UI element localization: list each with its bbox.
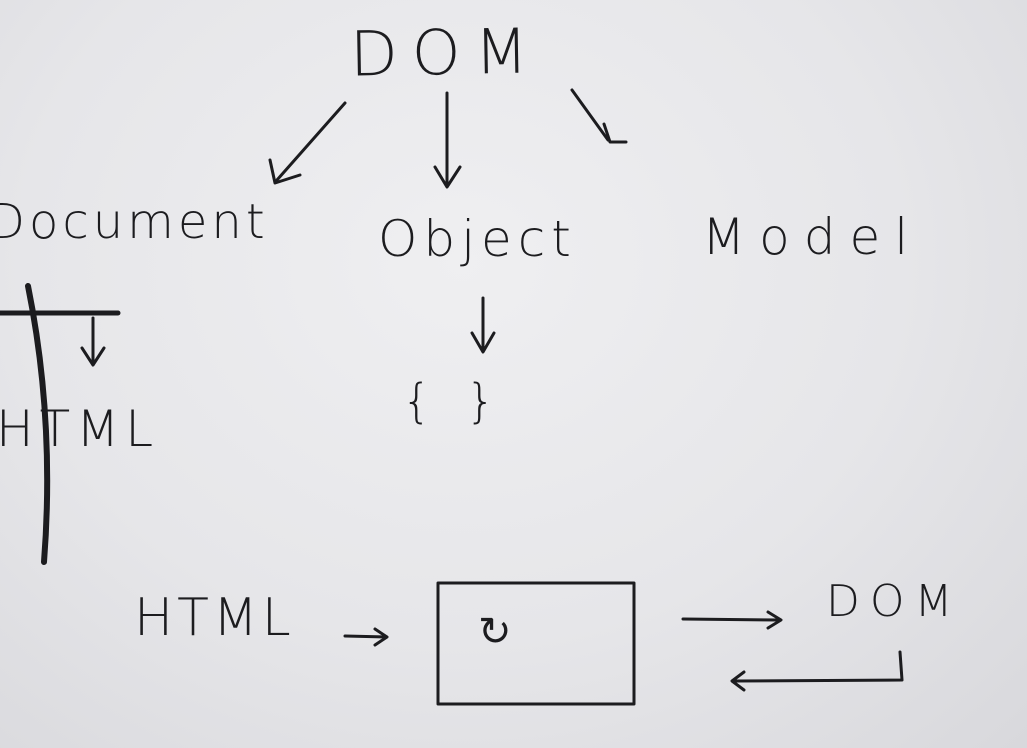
flow-source-html: HTML xyxy=(134,588,295,648)
title-dom: DOM xyxy=(349,14,543,91)
arrow-to-document xyxy=(268,101,347,185)
arrow-document-to-html xyxy=(80,316,106,367)
refresh-icon: ↻ xyxy=(478,609,512,655)
flow-target-dom: DOM xyxy=(826,576,963,627)
arrow-to-object xyxy=(433,91,462,189)
object-braces: { } xyxy=(402,374,506,428)
word-document: Document xyxy=(0,194,269,250)
arrow-to-model xyxy=(570,88,628,144)
word-model: Model xyxy=(702,208,923,266)
word-object: Object xyxy=(378,210,577,268)
document-divider xyxy=(0,283,121,565)
process-box xyxy=(436,581,636,706)
arrow-html-to-box xyxy=(343,627,389,647)
arrow-box-to-dom xyxy=(681,610,783,630)
arrow-object-to-braces xyxy=(470,296,496,354)
arrow-dom-back xyxy=(730,650,904,692)
document-html: HTML xyxy=(0,400,160,458)
